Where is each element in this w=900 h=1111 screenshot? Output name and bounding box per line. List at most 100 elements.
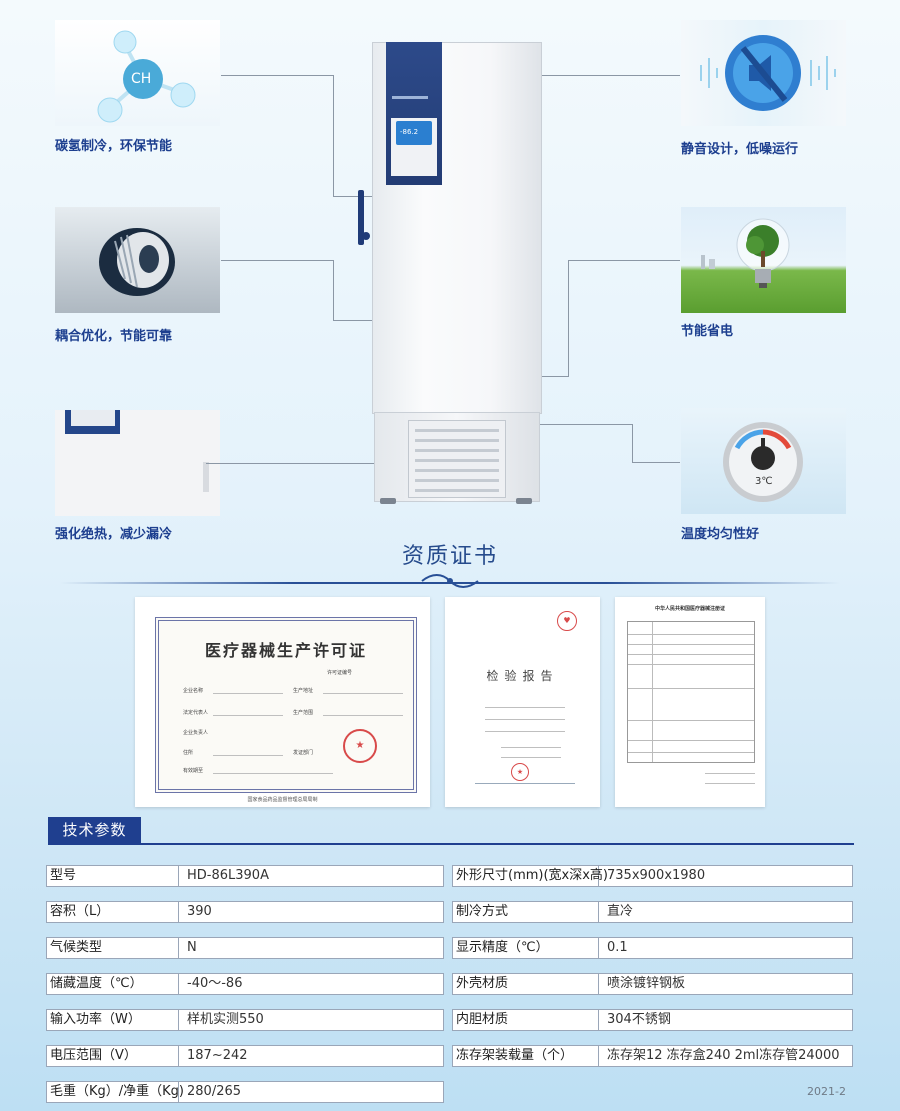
specs-heading: 技术参数 [48,817,141,843]
spec-value: 样机实测550 [187,1012,264,1027]
hc-refrigeration-image: CH [55,20,220,126]
connector-line [333,75,334,197]
license-field-label: 有效期至 [183,768,204,774]
spec-row: 冻存架装载量（个） 冻存架12 冻存盒240 2ml冻存管24000 [452,1045,853,1067]
mute-speaker-icon [700,35,836,111]
insulation-image [55,410,220,516]
spec-value: -40～-86 [187,976,243,991]
freezer-handle [358,190,364,245]
spec-row: 显示精度（℃） 0.1 [452,937,853,959]
certificate-inspection-report: ♥ 检验报告 ★ [445,597,600,807]
ch-label: CH [131,71,152,87]
specs-rule [48,843,854,845]
caption-insulation: 强化绝热，减少漏冷 [55,527,173,542]
footer-code: 2021-2 [807,1085,846,1098]
caption-silent: 静音设计，低噪运行 [681,142,799,157]
connector-line [333,260,334,320]
spec-row: 输入功率（W） 样机实测550 [46,1009,444,1031]
license-field-label: 住所 [183,750,194,756]
spec-label: 储藏温度（℃） [47,974,179,994]
license-field-label: 法定代表人 [183,710,209,716]
spec-value: 0.1 [607,940,628,955]
thermostat-dial-icon [723,422,803,502]
freezer-logo [392,96,428,99]
registration-title: 中华人民共和国医疗器械注册证 [654,606,725,612]
connector-line [632,424,633,462]
dial-temperature-label: 3℃ [755,476,773,487]
certificate-registration: 中华人民共和国医疗器械注册证 [615,597,765,807]
spec-row: 制冷方式直冷 [452,901,853,923]
spec-value: 304不锈钢 [607,1012,671,1027]
logo-seal-icon: ♥ [557,611,577,631]
inspection-title: 检验报告 [486,669,559,683]
spec-label: 制冷方式 [453,902,599,922]
caption-coupling: 耦合优化，节能可靠 [55,329,173,344]
connector-line [221,260,333,261]
connector-line [206,463,413,464]
spec-value: 735x900x1980 [607,868,706,883]
energy-image [681,207,846,313]
spec-row: 气候类型 N [46,937,444,959]
license-field-label: 企业负责人 [183,730,209,736]
license-field-label: 生产地址 [293,688,314,694]
caption-energy: 节能省电 [681,324,734,339]
ornament-icon [418,573,482,589]
license-field-label: 发证部门 [293,750,314,756]
spec-value: 390 [187,904,212,919]
caption-hc-refrigeration: 碳氢制冷，环保节能 [55,139,173,154]
spec-row: 容积（L） 390 [46,901,444,923]
registration-table [627,621,755,763]
spec-value: HD-86L390A [187,868,269,883]
spec-value: 直冷 [607,904,634,919]
silent-image [681,20,846,126]
spec-label: 冻存架装载量（个） [453,1046,599,1066]
freezer-caster [380,498,396,504]
license-field-label: 企业名称 [183,688,204,694]
spec-row: 毛重（Kg）/净重（Kg)280/265 [46,1081,444,1103]
spec-label: 电压范围（V） [47,1046,179,1066]
license-frame: 医疗器械生产许可证 许可证编号 企业名称 法定代表人 企业负责人 住所 生产地址… [155,617,417,793]
spec-value: 喷涂镀锌钢板 [607,976,686,991]
molecule-icon [97,30,196,123]
spec-row: 储藏温度（℃） -40～-86 [46,973,444,995]
license-field-label: 许可证编号 [327,670,353,676]
spec-row: 外形尺寸(mm)(宽x深x高)735x900x1980 [452,865,853,887]
red-seal-icon: ★ [343,729,377,763]
certificates-title: 资质证书 [401,544,498,569]
connector-line [481,75,680,76]
spec-row: 型号 HD-86L390A [46,865,444,887]
connector-line [568,260,569,376]
spec-label: 毛重（Kg）/净重（Kg) [47,1082,184,1102]
coupling-image [55,207,220,313]
spec-row: 内胆材质 304不锈钢 [452,1009,853,1031]
lightbulb-icon [701,218,790,288]
license-footer: 国家食品药品监督管理总局局制 [247,797,318,803]
license-field-label: 生产范围 [293,710,314,716]
caption-temperature: 温度均匀性好 [681,527,760,542]
spec-value: 280/265 [187,1084,242,1099]
connector-line [632,462,680,463]
spec-label: 外壳材质 [453,974,599,994]
freezer-lcd [396,121,432,145]
spec-row: 外壳材质喷涂镀锌钢板 [452,973,853,995]
license-title: 医疗器械生产许可证 [204,641,367,660]
connector-line [482,424,632,425]
spec-value: N [187,940,197,955]
spec-value: 冻存架12 冻存盒240 2ml冻存管24000 [607,1048,840,1063]
spec-row: 电压范围（V） 187~242 [46,1045,444,1067]
temperature-image: 3℃ [681,408,846,514]
certificate-license: 医疗器械生产许可证 许可证编号 企业名称 法定代表人 企业负责人 住所 生产地址… [135,597,430,807]
spec-label: 输入功率（W） [47,1010,179,1030]
spec-label: 外形尺寸(mm)(宽x深x高) [453,866,608,886]
spec-label: 气候类型 [47,938,179,958]
spec-label: 显示精度（℃） [453,938,599,958]
freezer-lock-icon [362,232,370,240]
spec-label: 容积（L） [47,902,179,922]
fan-icon [99,228,175,296]
spec-value: 187~242 [187,1048,248,1063]
spec-label: 型号 [47,866,179,886]
connector-line [333,320,398,321]
spec-label: 内胆材质 [453,1010,599,1030]
freezer-display-reading: -86.2 [400,128,419,136]
freezer-vent-grille [408,420,506,498]
